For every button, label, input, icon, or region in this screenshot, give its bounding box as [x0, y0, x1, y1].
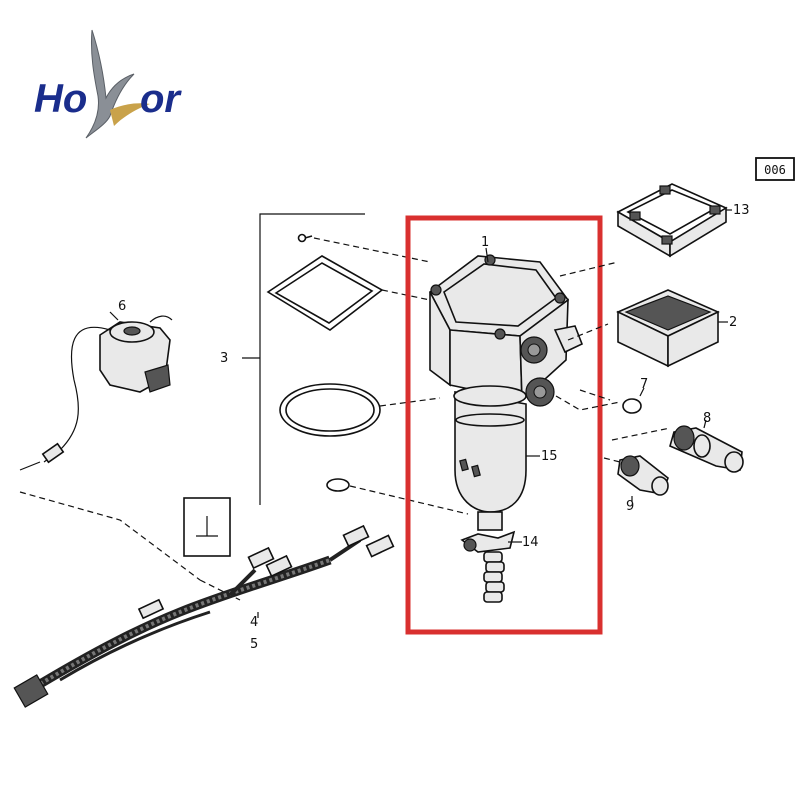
callout-1: 1: [481, 235, 489, 250]
brand-logo: Ho or: [34, 29, 182, 139]
small-o-ring: [326, 478, 350, 492]
reference-code: 006: [764, 163, 786, 177]
logo-text-right: or: [140, 77, 182, 121]
bird-wing-gold: [110, 103, 150, 126]
callout-8: 8: [703, 411, 711, 426]
square-gasket: [266, 255, 384, 331]
callout-15: 15: [541, 449, 558, 464]
callout-3: 3: [220, 351, 228, 366]
callout-14: 14: [522, 535, 539, 550]
callout-6: 6: [118, 299, 126, 314]
filter-element-part-2: [616, 289, 720, 368]
drain-hose: [483, 551, 505, 603]
fitting-part-9: [617, 455, 669, 496]
highlight-frame: [405, 215, 603, 635]
fuel-filter-assembly: [428, 254, 584, 603]
fitting-part-8: [669, 425, 744, 473]
group-bracket: [259, 213, 365, 505]
callout-7: 7: [640, 377, 648, 392]
gasket-frame-part-13: [616, 183, 728, 258]
callout-9: 9: [626, 499, 634, 514]
logo-text-left: Ho: [34, 77, 87, 121]
washer-part-7: [622, 398, 642, 414]
o-ring: [279, 383, 381, 437]
sensor-part-6: [19, 315, 173, 471]
wiring-harness: [13, 524, 395, 708]
callout-4: 4: [250, 615, 258, 630]
callout-2: 2: [729, 315, 737, 330]
callout-5: 5: [250, 637, 258, 652]
bird-icon: [85, 29, 135, 139]
callout-13: 13: [733, 203, 750, 218]
small-pin: [297, 233, 313, 243]
reference-box: 006: [755, 157, 795, 181]
ground-symbol-box: [183, 497, 231, 557]
